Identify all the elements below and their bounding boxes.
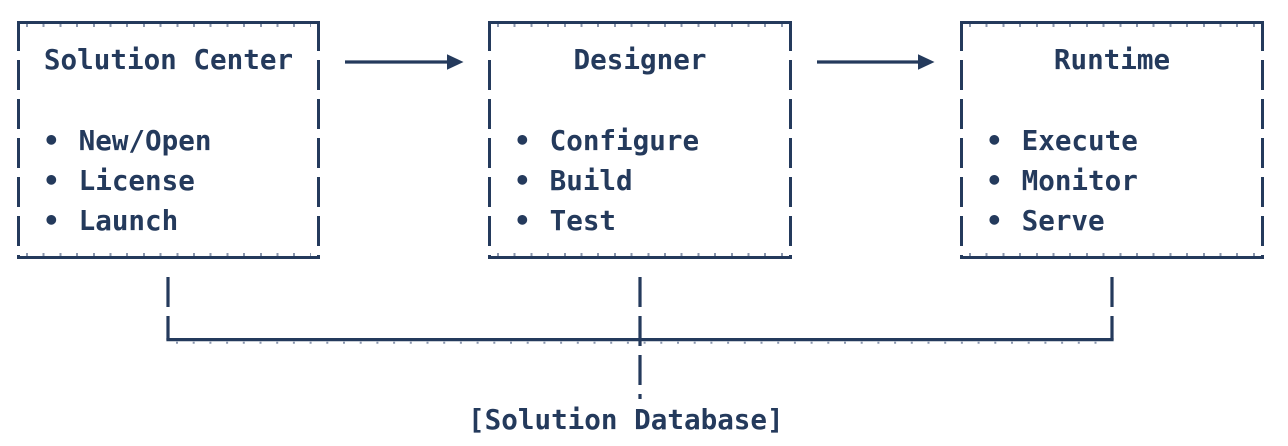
item-label: Configure (549, 124, 700, 157)
bullet-icon: • (986, 164, 1003, 197)
runtime-box: Runtime • Execute • Monitor • Serve (960, 21, 1264, 259)
list-item: • Configure (514, 121, 792, 161)
box-title: Designer (573, 43, 707, 76)
list-item: • Build (514, 161, 792, 201)
item-label: Execute (1021, 124, 1138, 157)
bullet-icon: • (514, 124, 531, 157)
arrow-right-icon (345, 54, 464, 70)
box-items: • New/Open • License • Launch (43, 121, 320, 241)
list-item: • New/Open (43, 121, 320, 161)
bullet-icon: • (986, 204, 1003, 237)
item-label: Build (549, 164, 633, 197)
item-label: New/Open (78, 124, 212, 157)
arrow-right-icon (817, 54, 935, 70)
list-item: • Monitor (986, 161, 1264, 201)
list-item: • Test (514, 201, 792, 241)
list-item: • Execute (986, 121, 1264, 161)
bullet-icon: • (43, 204, 60, 237)
bullet-icon: • (514, 204, 531, 237)
arrow-head-icon (918, 54, 935, 70)
list-item: • License (43, 161, 320, 201)
box-title: Runtime (1053, 43, 1171, 76)
solution-center-box: Solution Center • New/Open • License • L… (17, 21, 320, 259)
box-items: • Execute • Monitor • Serve (986, 121, 1264, 241)
bullet-icon: • (43, 124, 60, 157)
item-label: Monitor (1021, 164, 1138, 197)
bullet-icon: • (43, 164, 60, 197)
bullet-icon: • (514, 164, 531, 197)
solution-database-label: [Solution Database] (468, 403, 784, 436)
list-item: • Serve (986, 201, 1264, 241)
bullet-icon: • (986, 124, 1003, 157)
item-label: Test (549, 204, 617, 237)
list-item: • Launch (43, 201, 320, 241)
box-title: Solution Center (43, 43, 294, 76)
arrow-head-icon (447, 54, 464, 70)
box-items: • Configure • Build • Test (514, 121, 792, 241)
item-label: Serve (1021, 204, 1105, 237)
item-label: Launch (78, 204, 179, 237)
designer-box: Designer • Configure • Build • Test (488, 21, 792, 259)
item-label: License (78, 164, 195, 197)
